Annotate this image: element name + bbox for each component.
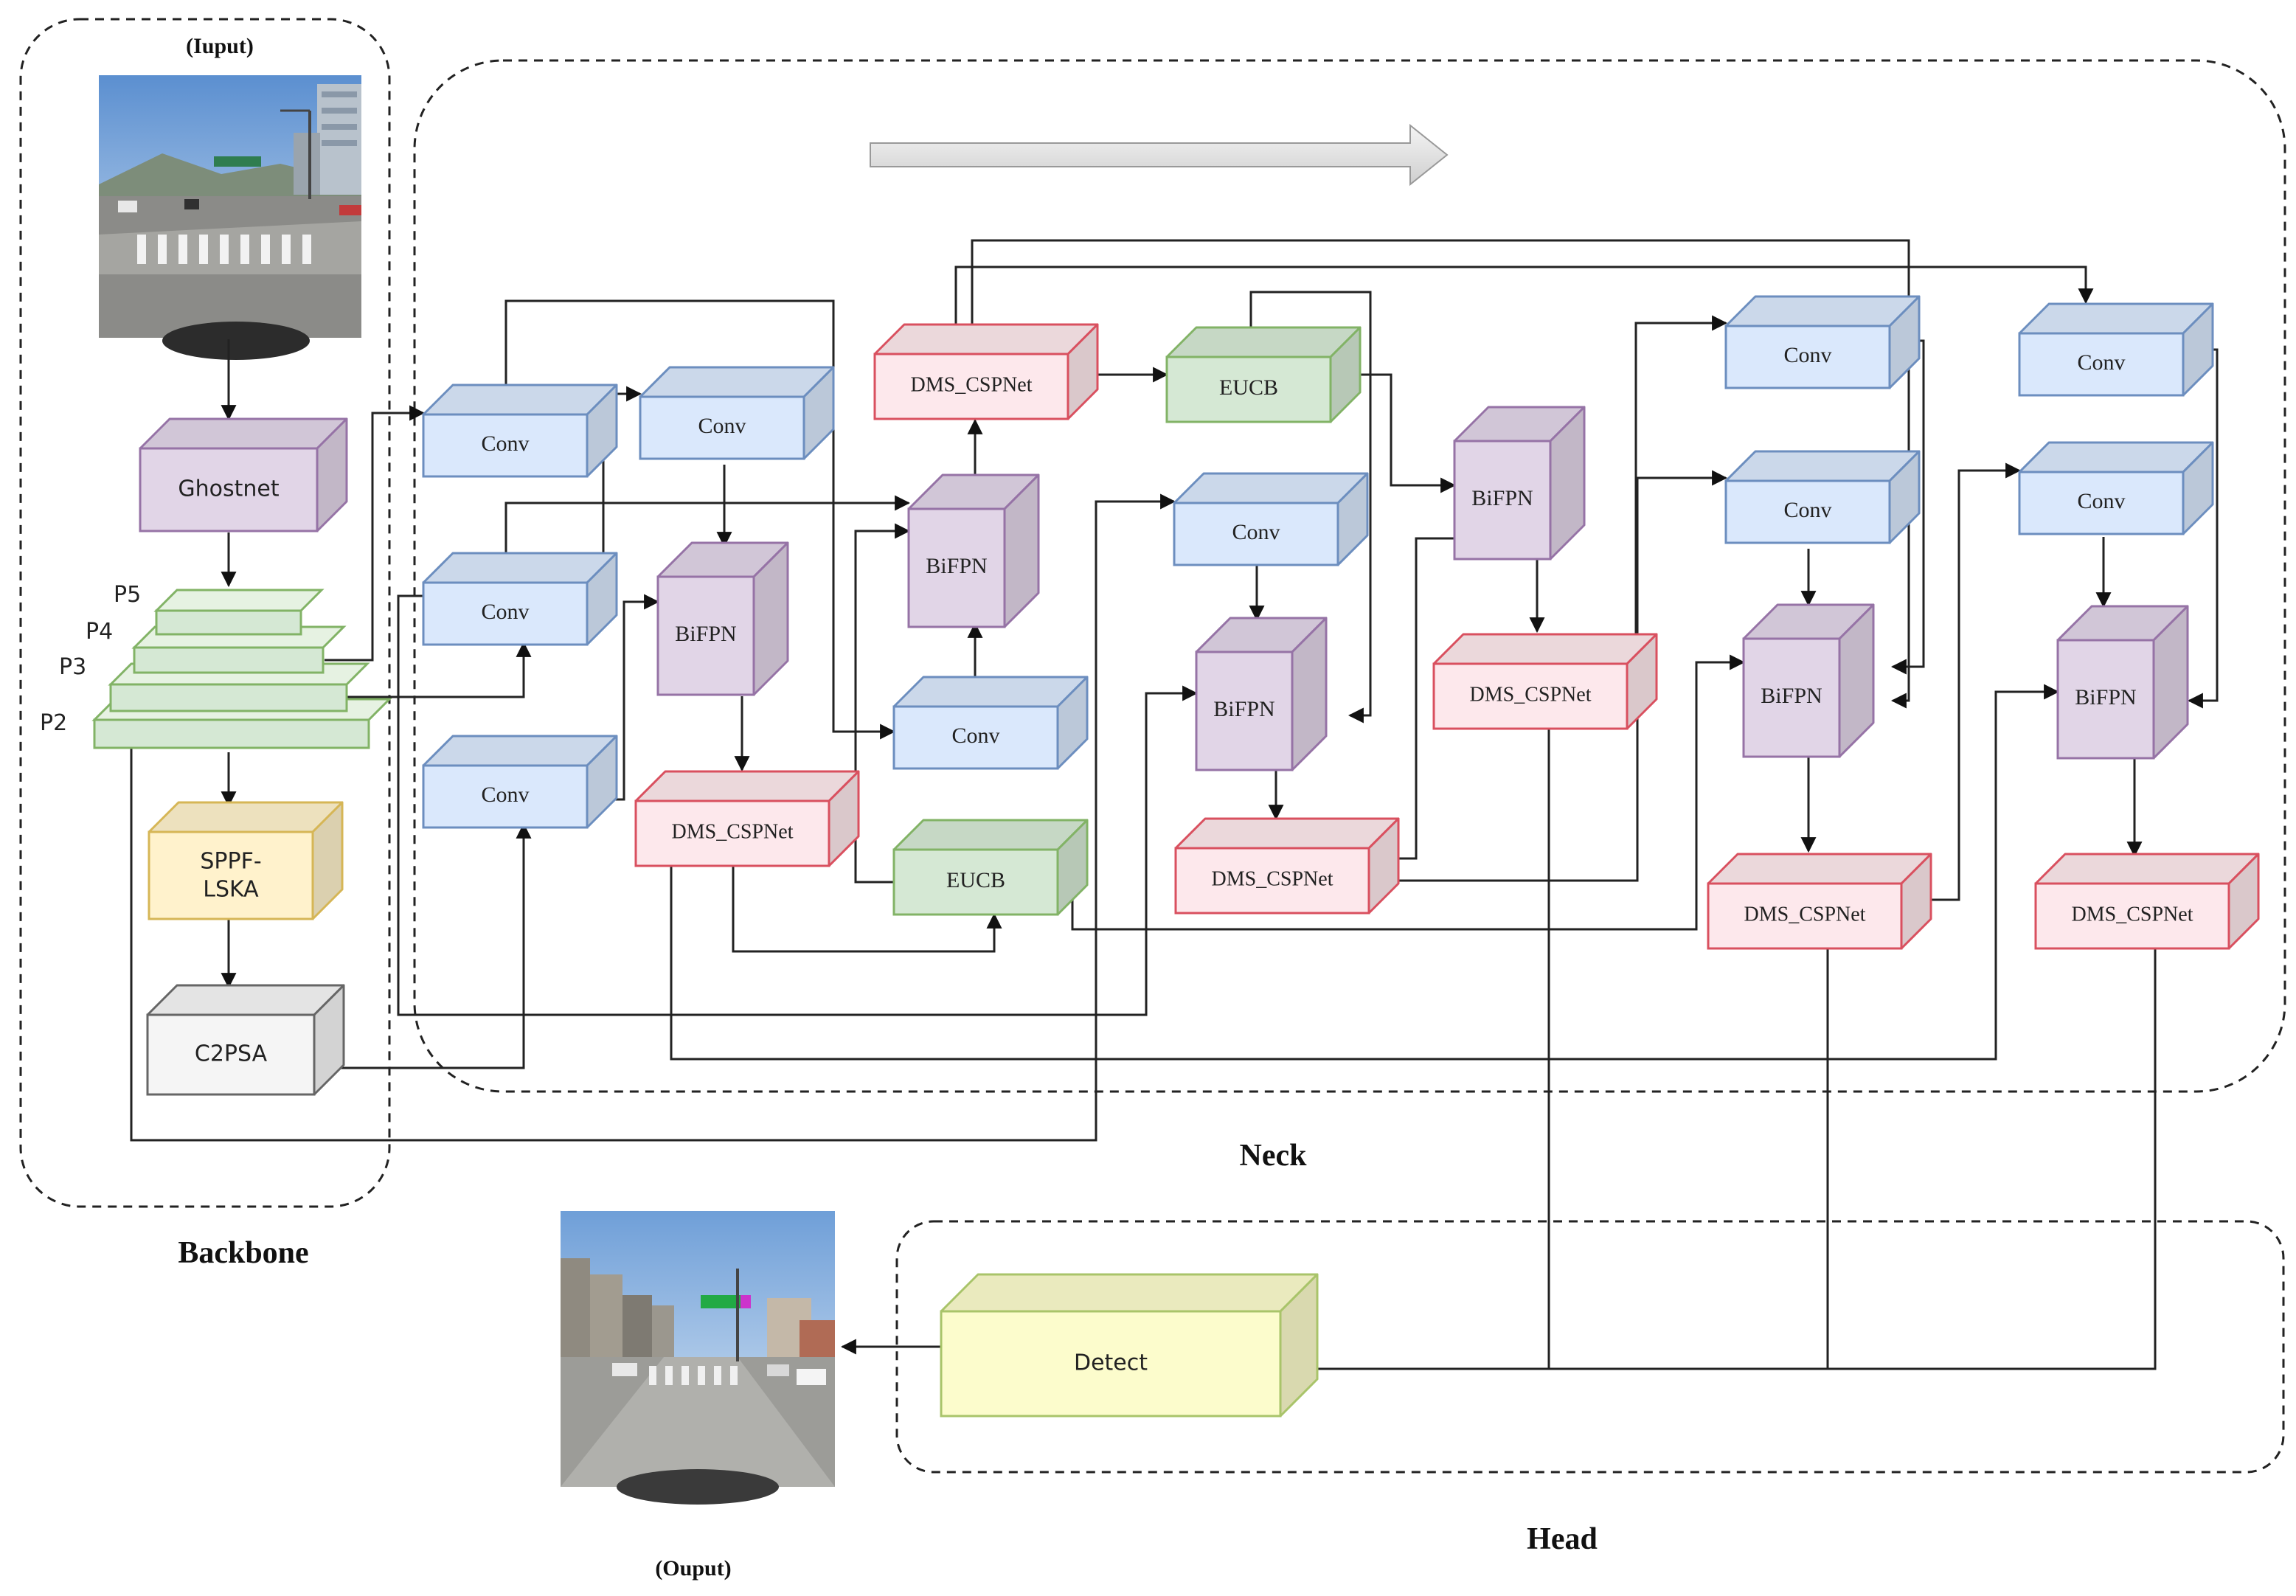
dms-csp-block-e: DMS_CSPNet <box>1707 853 1932 950</box>
sppf-label-line1: SPPF- <box>200 849 261 875</box>
bifpn-block-a: BiFPN <box>656 541 789 696</box>
p5-label: P5 <box>114 582 141 608</box>
sppf-label-line2: LSKA <box>203 877 259 903</box>
bifpn-block-c: BiFPN <box>1195 617 1328 771</box>
input-image <box>99 75 361 360</box>
bifpn-block-a-label: BiFPN <box>675 622 736 646</box>
dms-csp-block-d: DMS_CSPNet <box>1432 633 1658 730</box>
detect-block: Detect <box>940 1273 1319 1418</box>
conv-block-h-label: Conv <box>1783 498 1831 522</box>
p3-label: P3 <box>59 654 86 680</box>
dms-csp-block-f-label: DMS_CSPNet <box>2072 903 2193 926</box>
ghostnet-block: Ghostnet <box>139 417 348 532</box>
conv-block-b: Conv <box>422 552 618 646</box>
bifpn-block-b: BiFPN <box>907 473 1040 628</box>
eucb-block-a: EUCB <box>1165 326 1362 423</box>
input-caption: (Iuput) <box>186 34 254 58</box>
flow-direction-arrow <box>870 123 1449 187</box>
head-label: Head <box>1527 1522 1598 1556</box>
bifpn-block-e: BiFPN <box>1742 603 1875 758</box>
conv-block-d: Conv <box>892 676 1089 770</box>
output-image <box>561 1211 835 1505</box>
dms-csp-block-a: DMS_CSPNet <box>873 323 1099 420</box>
bifpn-block-c-label: BiFPN <box>1213 697 1274 721</box>
conv-block-e: Conv <box>639 366 835 460</box>
edges <box>130 239 2219 1377</box>
conv-block-a: Conv <box>422 384 618 478</box>
bifpn-block-f: BiFPN <box>2056 605 2189 760</box>
eucb-block-a-label: EUCB <box>1219 375 1278 400</box>
eucb-block-b: EUCB <box>892 819 1089 916</box>
bifpn-block-d-label: BiFPN <box>1471 486 1533 510</box>
detect-block-label: Detect <box>1074 1350 1148 1376</box>
conv-block-e-label: Conv <box>698 414 746 438</box>
bifpn-block-e-label: BiFPN <box>1761 684 1822 708</box>
conv-block-j: Conv <box>2018 302 2214 397</box>
pyramid-labels: P5 P4 P3 P2 <box>40 582 141 736</box>
conv-block-i-label: Conv <box>2077 489 2125 513</box>
conv-block-c: Conv <box>422 735 618 829</box>
bifpn-block-d: BiFPN <box>1453 406 1586 561</box>
conv-block-f-label: Conv <box>1232 520 1280 544</box>
dms-csp-block-d-label: DMS_CSPNet <box>1470 683 1592 706</box>
p2-label: P2 <box>40 710 67 736</box>
ghostnet-block-label: Ghostnet <box>178 476 279 502</box>
dms-csp-block-c: DMS_CSPNet <box>1174 817 1400 915</box>
conv-block-i: Conv <box>2018 441 2214 535</box>
dms-csp-block-b: DMS_CSPNet <box>634 770 860 867</box>
dms-csp-block-b-label: DMS_CSPNet <box>672 820 794 843</box>
conv-block-c-label: Conv <box>481 783 529 807</box>
sppf-lska-block: SPPF-LSKA <box>148 801 344 920</box>
conv-block-g: Conv <box>1724 295 1921 389</box>
backbone-region <box>19 18 391 1208</box>
neck-label: Neck <box>1240 1139 1308 1173</box>
blocks: GhostnetConvConvConvConvConvConvConvConv… <box>139 295 2260 1418</box>
head-region <box>895 1220 2285 1474</box>
eucb-block-b-label: EUCB <box>946 868 1005 892</box>
output-caption: (Ouput) <box>655 1556 731 1581</box>
p5-layer <box>153 589 325 636</box>
p4-label: P4 <box>86 619 113 645</box>
conv-block-g-label: Conv <box>1783 343 1831 367</box>
c2psa-block-label: C2PSA <box>195 1041 268 1067</box>
c2psa-block: C2PSA <box>146 984 345 1096</box>
neck-region <box>413 59 2286 1093</box>
bifpn-block-b-label: BiFPN <box>926 554 987 578</box>
dms-csp-block-f: DMS_CSPNet <box>2034 853 2260 950</box>
conv-block-j-label: Conv <box>2077 350 2125 375</box>
conv-block-h: Conv <box>1724 450 1921 544</box>
conv-block-b-label: Conv <box>481 600 529 624</box>
conv-block-a-label: Conv <box>481 431 529 456</box>
backbone-label: Backbone <box>178 1236 308 1270</box>
feature-pyramid <box>91 589 392 749</box>
dms-csp-block-c-label: DMS_CSPNet <box>1212 867 1333 890</box>
bifpn-block-f-label: BiFPN <box>2075 685 2136 709</box>
dms-csp-block-e-label: DMS_CSPNet <box>1744 903 1866 926</box>
conv-block-f: Conv <box>1173 472 1369 566</box>
conv-block-d-label: Conv <box>951 724 999 748</box>
dms-csp-block-a-label: DMS_CSPNet <box>911 373 1033 396</box>
